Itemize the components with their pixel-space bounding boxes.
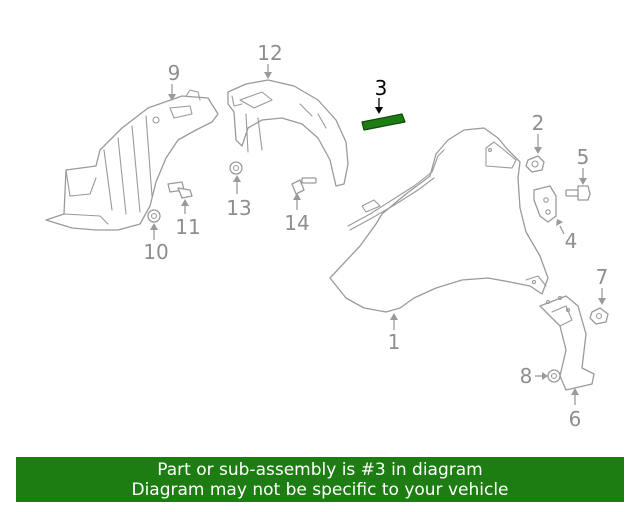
callout-13: 13 [226, 196, 251, 220]
leader-lines [150, 64, 606, 405]
callout-11: 11 [175, 215, 200, 239]
info-banner: Part or sub-assembly is #3 in diagram Di… [16, 457, 624, 502]
parts-diagram: 9 12 3 2 5 4 7 8 6 1 10 11 13 14 [45, 41, 609, 431]
part-6-lower-bracket [539, 295, 595, 391]
callout-5: 5 [577, 145, 590, 169]
part-5-bolt [565, 185, 591, 201]
part-12-wheel-liner [227, 79, 349, 187]
callout-7: 7 [596, 265, 609, 289]
callout-4: 4 [565, 229, 578, 253]
callout-3: 3 [375, 76, 388, 100]
part-10-nut [147, 209, 161, 223]
callout-10: 10 [143, 240, 168, 264]
banner-line-1: Part or sub-assembly is #3 in diagram [157, 460, 483, 480]
part-1-fender [329, 127, 549, 313]
callout-8: 8 [520, 364, 533, 388]
callout-1: 1 [388, 330, 401, 354]
part-13-nut [229, 161, 243, 175]
part-7-nut [589, 307, 609, 325]
part-14-clip [291, 177, 317, 195]
part-3-strip [361, 113, 406, 131]
callout-9: 9 [168, 61, 181, 85]
part-9-fender-liner [45, 89, 219, 231]
part-8-washer [547, 369, 561, 383]
callout-6: 6 [569, 407, 582, 431]
callout-14: 14 [284, 211, 309, 235]
part-11-clip [167, 181, 193, 199]
part-2-nut [525, 155, 545, 173]
callout-12: 12 [257, 41, 282, 65]
part-4-bracket [533, 185, 557, 223]
banner-line-2: Diagram may not be specific to your vehi… [131, 480, 509, 500]
callout-2: 2 [532, 111, 545, 135]
